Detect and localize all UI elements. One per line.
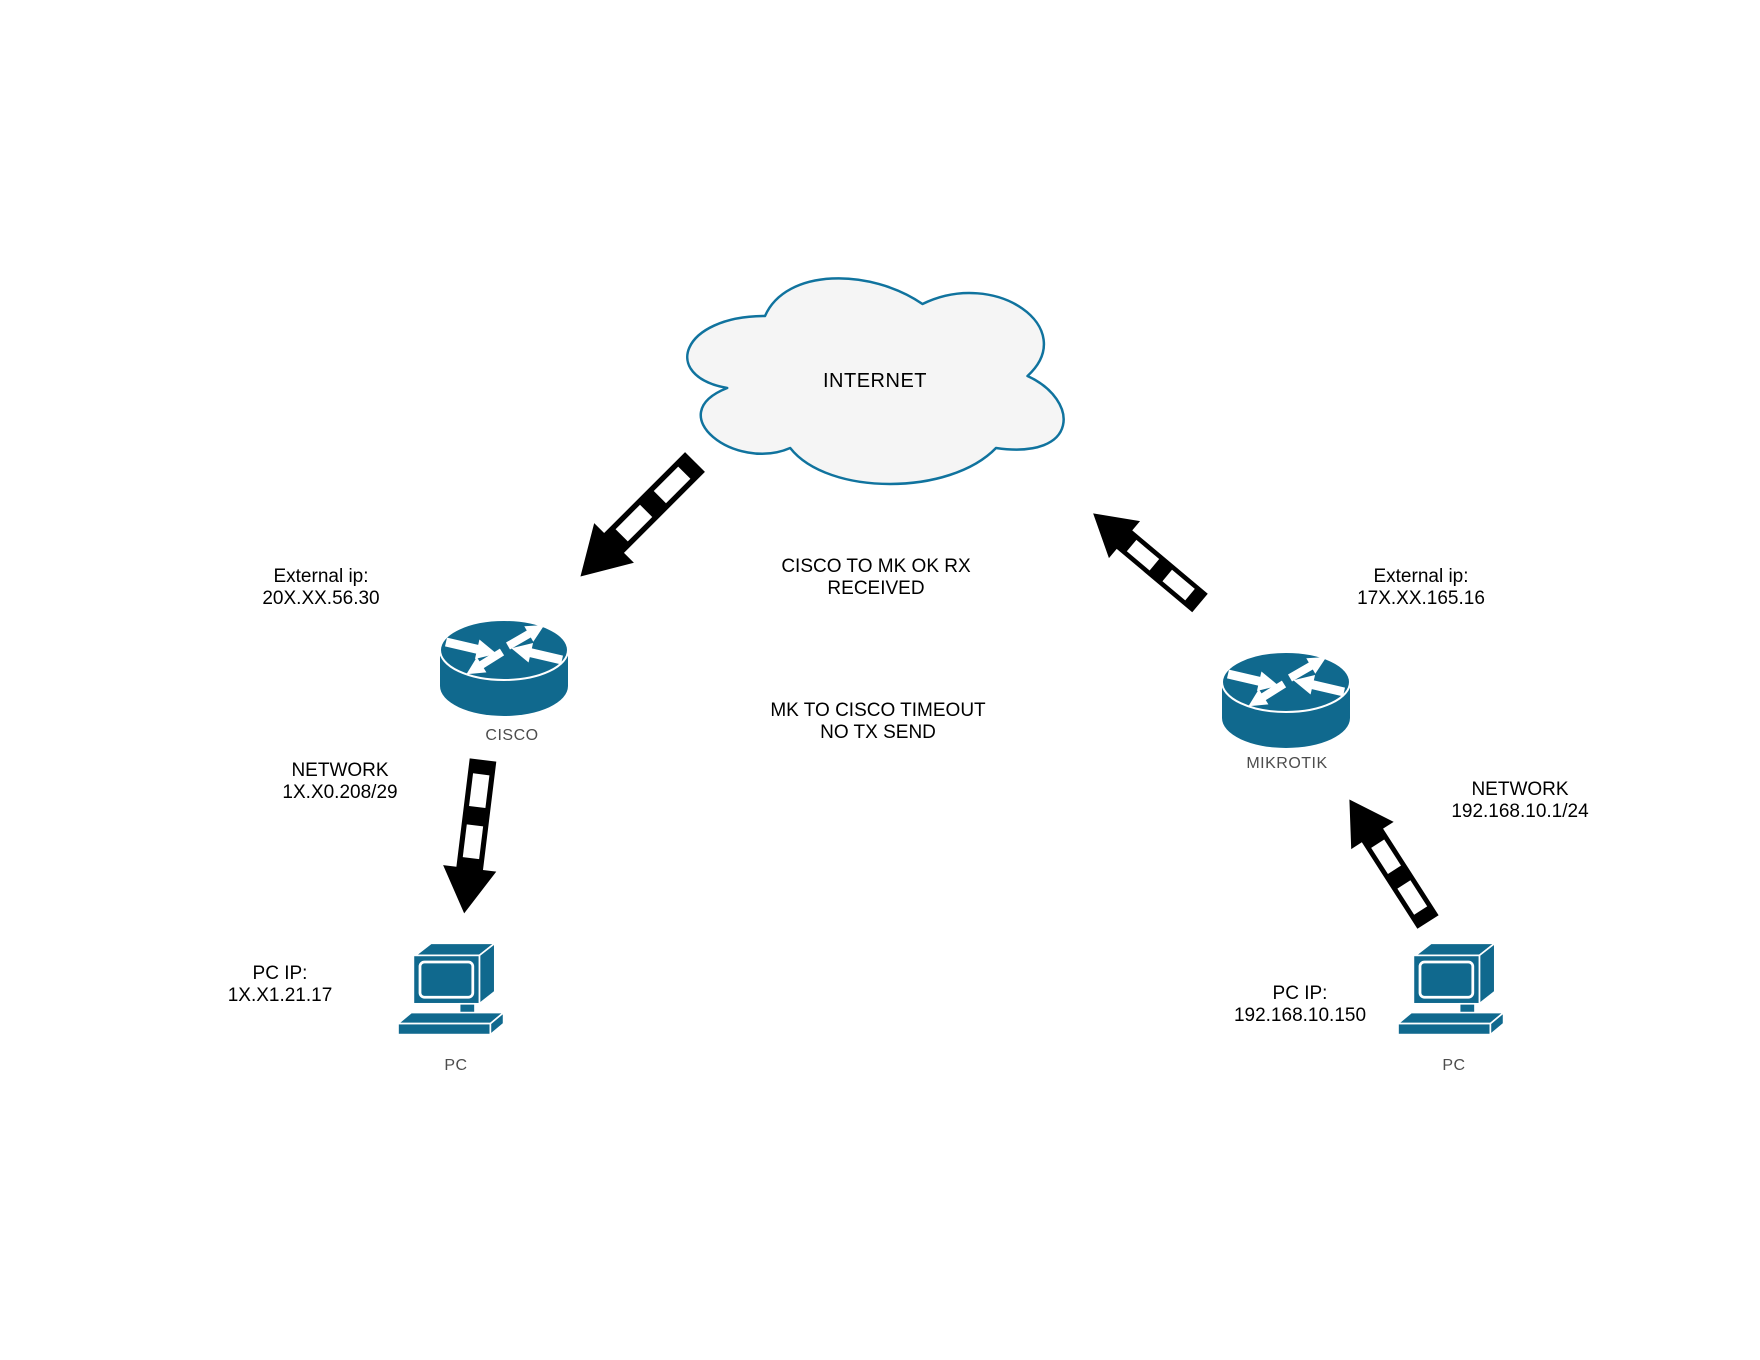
arrow-pc-to-mikrotik [1349,799,1439,929]
label-line: External ip: [1373,566,1469,587]
mikrotik-router-icon [1221,651,1351,748]
pc-base-side [1489,1010,1505,1037]
arrow-mikrotik-to-internet [1093,513,1208,613]
router-traffic-arrows [1226,657,1346,707]
pc-base-front [1397,1022,1492,1036]
router-traffic-arrows [444,625,564,675]
pc-left-label: PC [444,1057,468,1074]
router-arrow-out-upright [506,625,545,650]
pc-right-ip-label: PC IP: 192.168.10.150 [1190,983,1410,1026]
router-arrow-out-downleft [466,648,505,675]
pc-base-front [397,1022,492,1036]
pc-screen [1418,960,1475,999]
router-arrow-out-upright [1288,657,1327,682]
arrow-stripe [1126,539,1160,571]
arrow-stripe [615,504,653,542]
label-line: NO TX SEND [820,721,936,743]
arrow-stripe [653,466,691,504]
label-line: MK TO CISCO TIMEOUT [770,700,986,721]
cloud-outline [686,277,1065,486]
label-line: PC IP: [252,963,308,984]
cisco-network-label: NETWORK 1X.X0.208/29 [230,760,450,803]
pc-monitor-front [1412,954,1481,1005]
pc-left-ip-label: PC IP: 1X.X1.21.17 [170,963,390,1006]
label-line: 192.168.10.150 [1233,1004,1367,1026]
arrow-stripe [1162,569,1195,601]
rx-status-label: CISCO TO MK OK RX RECEIVED [745,556,1007,599]
label-line: External ip: [273,566,369,587]
label-line: CISCO TO MK OK RX [781,556,971,577]
label-line: RECEIVED [827,577,925,599]
router-arrow-in-left [444,637,497,659]
internet-cloud-label: INTERNET [823,370,927,392]
label-line: 20X.XX.56.30 [262,587,380,609]
router-top [1221,651,1351,713]
cisco-external-ip-label: External ip: 20X.XX.56.30 [211,566,431,609]
router-arrow-in-right [511,643,564,665]
label-line: 17X.XX.165.16 [1357,587,1485,609]
router-arrow-in-right [1293,675,1346,697]
tx-status-label: MK TO CISCO TIMEOUT NO TX SEND [745,700,1011,743]
cisco-router-icon [439,619,569,716]
cloud-icon [686,277,1065,486]
arrow-cisco-to-pc [443,758,497,914]
arrow-stripe [462,824,484,860]
label-line: NETWORK [291,760,389,781]
pc-base-top [1395,1011,1506,1025]
cisco-router-label: CISCO [485,727,539,744]
router-top [439,619,569,681]
label-line: NETWORK [1471,779,1569,800]
arrow-stripe [1397,880,1428,915]
arrow-stripe [1371,839,1401,874]
label-line: 1X.X1.21.17 [227,984,333,1006]
label-line: 1X.X0.208/29 [282,781,398,803]
router-arrow-out-downleft [1248,680,1287,707]
pc-left-icon [395,941,506,1037]
label-line: 192.168.10.1/24 [1451,800,1589,822]
label-line: PC IP: [1272,983,1328,1004]
pc-base-side [489,1010,505,1037]
mikrotik-external-ip-label: External ip: 17X.XX.165.16 [1311,566,1531,609]
mikrotik-router-label: MIKROTIK [1246,755,1328,772]
arrow-stripe [469,773,490,809]
arrow-internet-to-cisco [580,452,705,577]
pc-right-label: PC [1442,1057,1466,1074]
pc-screen [418,960,475,999]
router-arrow-in-left [1226,669,1279,691]
mikrotik-network-label: NETWORK 192.168.10.1/24 [1410,779,1630,822]
pc-right-icon [1395,941,1506,1037]
pc-monitor-front [412,954,481,1005]
pc-base-top [395,1011,506,1025]
